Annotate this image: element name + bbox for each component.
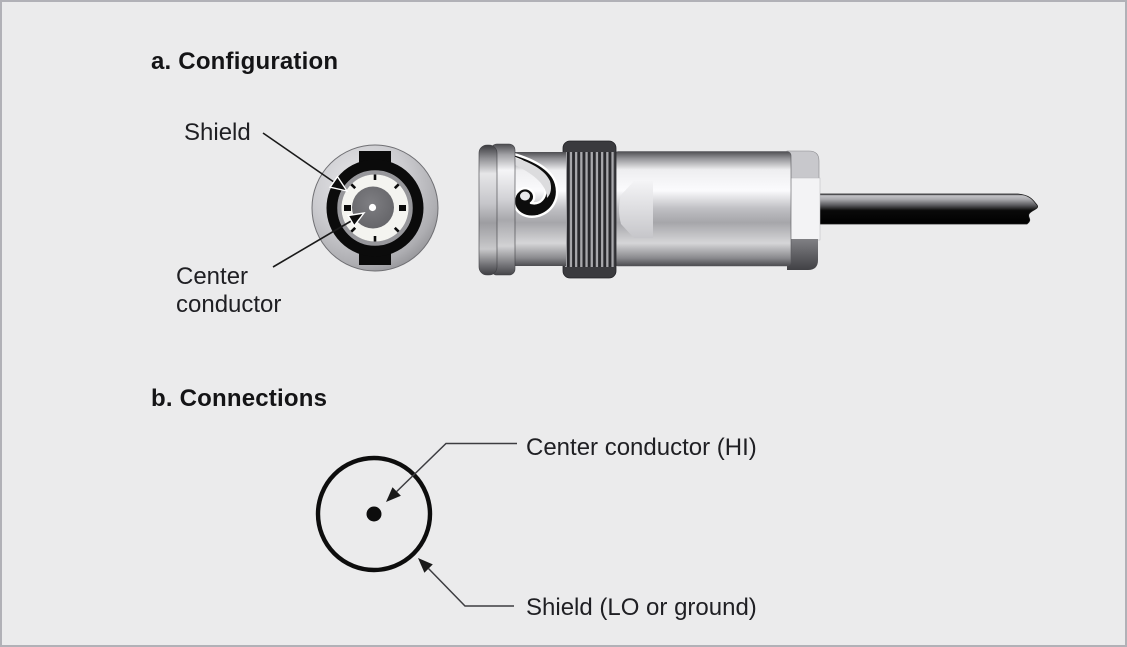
center-conductor-hi-label: Center conductor (HI) xyxy=(526,434,757,461)
connection-shield-circle xyxy=(315,455,433,573)
section-b-diagram xyxy=(315,442,517,607)
bnc-side-view xyxy=(478,140,1038,279)
center-conductor-label: Center conductor xyxy=(176,263,282,319)
shield-label: Shield xyxy=(184,119,251,146)
section-a-annotations xyxy=(262,132,366,268)
hi-leader-line xyxy=(396,442,517,493)
center-conductor-leader-line xyxy=(272,219,353,268)
cable xyxy=(814,193,1038,225)
contact-ring xyxy=(337,170,413,246)
contact-ticks xyxy=(344,174,406,242)
shield-leader-line xyxy=(262,132,337,185)
shield-arrowhead-icon xyxy=(328,175,349,193)
section-a-title: a. Configuration xyxy=(151,48,339,75)
bayonet-slot xyxy=(503,150,559,218)
section-b-title: b. Connections xyxy=(151,385,328,412)
shield-leader-line-b xyxy=(428,568,514,607)
connection-center-dot xyxy=(366,506,382,522)
front-rim xyxy=(478,143,516,276)
body-hex-flat xyxy=(619,181,653,238)
shield-ring xyxy=(326,159,424,257)
center-conductor-pin xyxy=(368,203,377,212)
shield-lo-ground-label: Shield (LO or ground) xyxy=(526,594,757,621)
rear-hex-nut xyxy=(786,150,821,270)
knurled-ring xyxy=(562,140,617,279)
bnc-front-view xyxy=(311,144,439,272)
shield-arrowhead-b-icon xyxy=(418,558,433,573)
center-conductor-arrowhead-icon xyxy=(346,212,366,228)
hi-arrowhead-icon xyxy=(386,487,401,502)
